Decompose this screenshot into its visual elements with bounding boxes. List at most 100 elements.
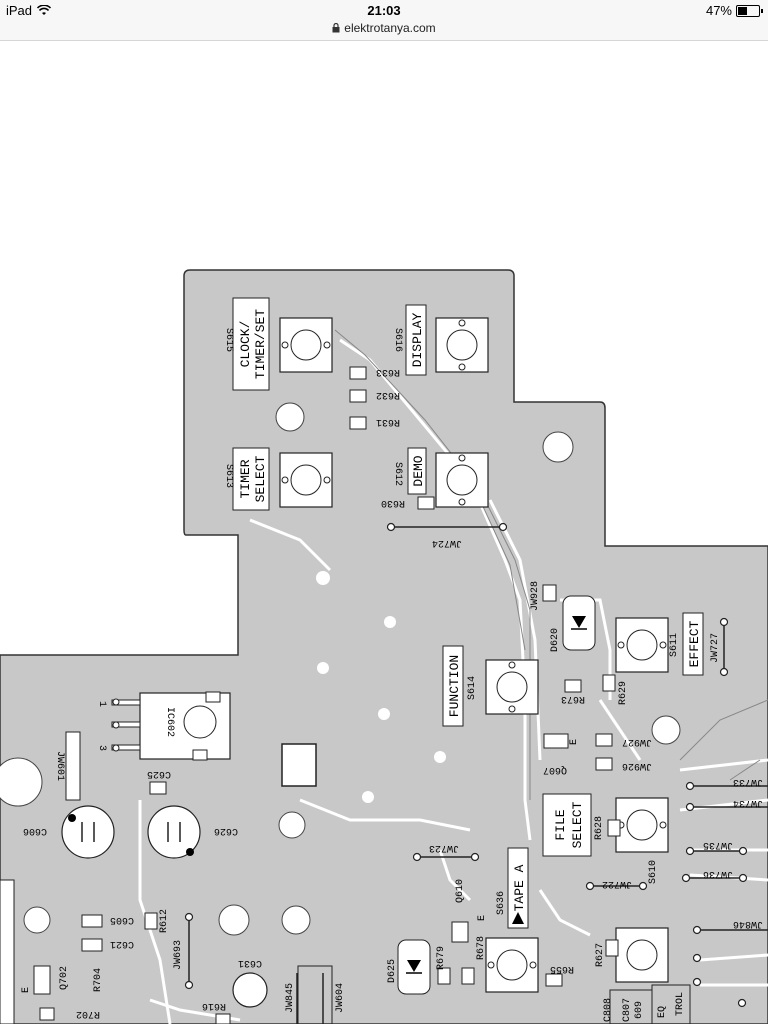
ic-pin-label: 3 xyxy=(96,745,107,751)
ic-pin-label: 1 xyxy=(96,701,107,707)
s610-title: FILE xyxy=(553,809,568,840)
s616-ref: S616 xyxy=(392,328,403,352)
jumper-label: JW926 xyxy=(622,760,652,771)
ic602 xyxy=(111,691,231,761)
capacitor-label: C625 xyxy=(147,768,171,779)
s613-title2: SELECT xyxy=(253,455,268,502)
address-bar[interactable]: elektrotanya.com xyxy=(0,20,768,41)
s611-title: EFFECT xyxy=(687,620,702,667)
jumper-label: JW736 xyxy=(703,868,733,879)
switch-s616 xyxy=(435,317,489,373)
capacitor-c626 xyxy=(147,805,201,859)
play-arrow-icon xyxy=(512,912,524,924)
resistor-label: R627 xyxy=(595,943,606,967)
mount-hole xyxy=(278,811,306,839)
s636-title: TAPE A xyxy=(512,864,527,911)
transistor-label: Q610 xyxy=(455,879,466,903)
diode-d625 xyxy=(397,939,431,995)
mount-hole xyxy=(275,402,305,432)
battery-percent: 47% xyxy=(705,3,732,18)
transistor-q610 xyxy=(451,921,469,943)
s616-title: DISPLAY xyxy=(410,312,425,367)
capacitor-c606 xyxy=(61,805,115,859)
jumper-jw601 xyxy=(65,731,81,801)
switch-s611 xyxy=(615,617,669,673)
jumper-label: JW928 xyxy=(530,581,541,611)
capacitor-label: C807 xyxy=(622,998,633,1022)
jumper-label: JW723 xyxy=(429,842,459,853)
mount-hole xyxy=(651,715,681,745)
mount-hole xyxy=(542,431,574,463)
jumper-label: JW733 xyxy=(733,776,763,787)
capacitor-label: C808 xyxy=(603,998,614,1022)
resistor-label: R678 xyxy=(476,936,487,960)
resistor-label: R704 xyxy=(93,968,104,992)
jumper-label: JW846 xyxy=(733,918,763,929)
resistor-label: R633 xyxy=(376,366,400,377)
s615-title: CLOCK/ xyxy=(238,320,253,367)
misc-label: EQ xyxy=(657,1006,668,1018)
resistor-label: R679 xyxy=(436,946,447,970)
s615-title2: TIMER/SET xyxy=(253,309,268,379)
battery-icon xyxy=(736,4,763,17)
resistor-label: R629 xyxy=(618,681,629,705)
mount-hole xyxy=(218,904,250,936)
s615-ref: S615 xyxy=(223,328,234,352)
jumper-label: JW693 xyxy=(173,940,184,970)
clock: 21:03 xyxy=(367,3,401,18)
mount-hole xyxy=(23,906,51,934)
transistor-q702 xyxy=(33,965,51,995)
capacitor-label: C631 xyxy=(238,957,262,968)
transistor-label: Q702 xyxy=(59,966,70,990)
diode-label: D625 xyxy=(387,959,398,983)
jumper-label: JW722 xyxy=(602,878,632,889)
mount-hole xyxy=(281,905,311,935)
resistor-label: R630 xyxy=(381,497,405,508)
jumper-label: JW604 xyxy=(335,983,346,1013)
resistor-label: R612 xyxy=(159,909,170,933)
jumper-label: JW735 xyxy=(703,839,733,850)
misc-label: E xyxy=(477,915,488,921)
s612-ref: S612 xyxy=(392,462,403,486)
jumper-label: JW845 xyxy=(285,983,296,1013)
ic-label: IC602 xyxy=(164,707,175,737)
resistor-label: R631 xyxy=(376,416,400,427)
s636-ref: S636 xyxy=(496,891,507,915)
jumper-label: JW601 xyxy=(54,751,65,781)
switch-s610 xyxy=(615,797,669,853)
device-name: iPad xyxy=(6,3,33,18)
capacitor-label: C621 xyxy=(110,938,134,949)
s610-title2: SELECT xyxy=(570,801,585,848)
resistor-label: R655 xyxy=(550,963,574,974)
transistor-label: Q607 xyxy=(543,764,567,775)
connector xyxy=(0,879,15,1024)
capacitor-label: C606 xyxy=(23,825,47,836)
misc-label: 609 xyxy=(634,1001,645,1019)
jumper-label: JW727 xyxy=(710,633,721,663)
switch-s636 xyxy=(485,937,539,993)
s614-title: FUNCTION xyxy=(447,655,462,717)
page-content: CLOCK/ TIMER/SET DISPLAY TIMER SELECT DE… xyxy=(0,41,768,1024)
capacitor-label: C605 xyxy=(110,914,134,925)
jumper-label: JW927 xyxy=(622,736,652,747)
mount-hole xyxy=(0,757,43,807)
misc-label: E xyxy=(21,987,32,993)
display-window xyxy=(281,743,317,787)
s612-title: DEMO xyxy=(411,455,426,486)
switch-s614 xyxy=(485,659,539,715)
resistor-label: R616 xyxy=(202,1000,226,1011)
capacitor-label: C626 xyxy=(214,825,238,836)
s613-title: TIMER xyxy=(238,459,253,498)
status-bar: iPad 21:03 47% xyxy=(0,0,768,20)
jumper-jw928 xyxy=(542,584,557,602)
diode-label: D620 xyxy=(550,628,561,652)
resistor-label: R628 xyxy=(594,816,605,840)
s611-ref: S611 xyxy=(669,633,680,657)
resistor-label: R673 xyxy=(561,693,585,704)
switch-s615 xyxy=(279,317,333,373)
url-text: elektrotanya.com xyxy=(344,21,436,35)
pcb-schematic: CLOCK/ TIMER/SET DISPLAY TIMER SELECT DE… xyxy=(0,269,768,1024)
status-left: iPad xyxy=(6,3,52,18)
s610-ref: S610 xyxy=(648,860,659,884)
resistor-label: R702 xyxy=(76,1008,100,1019)
